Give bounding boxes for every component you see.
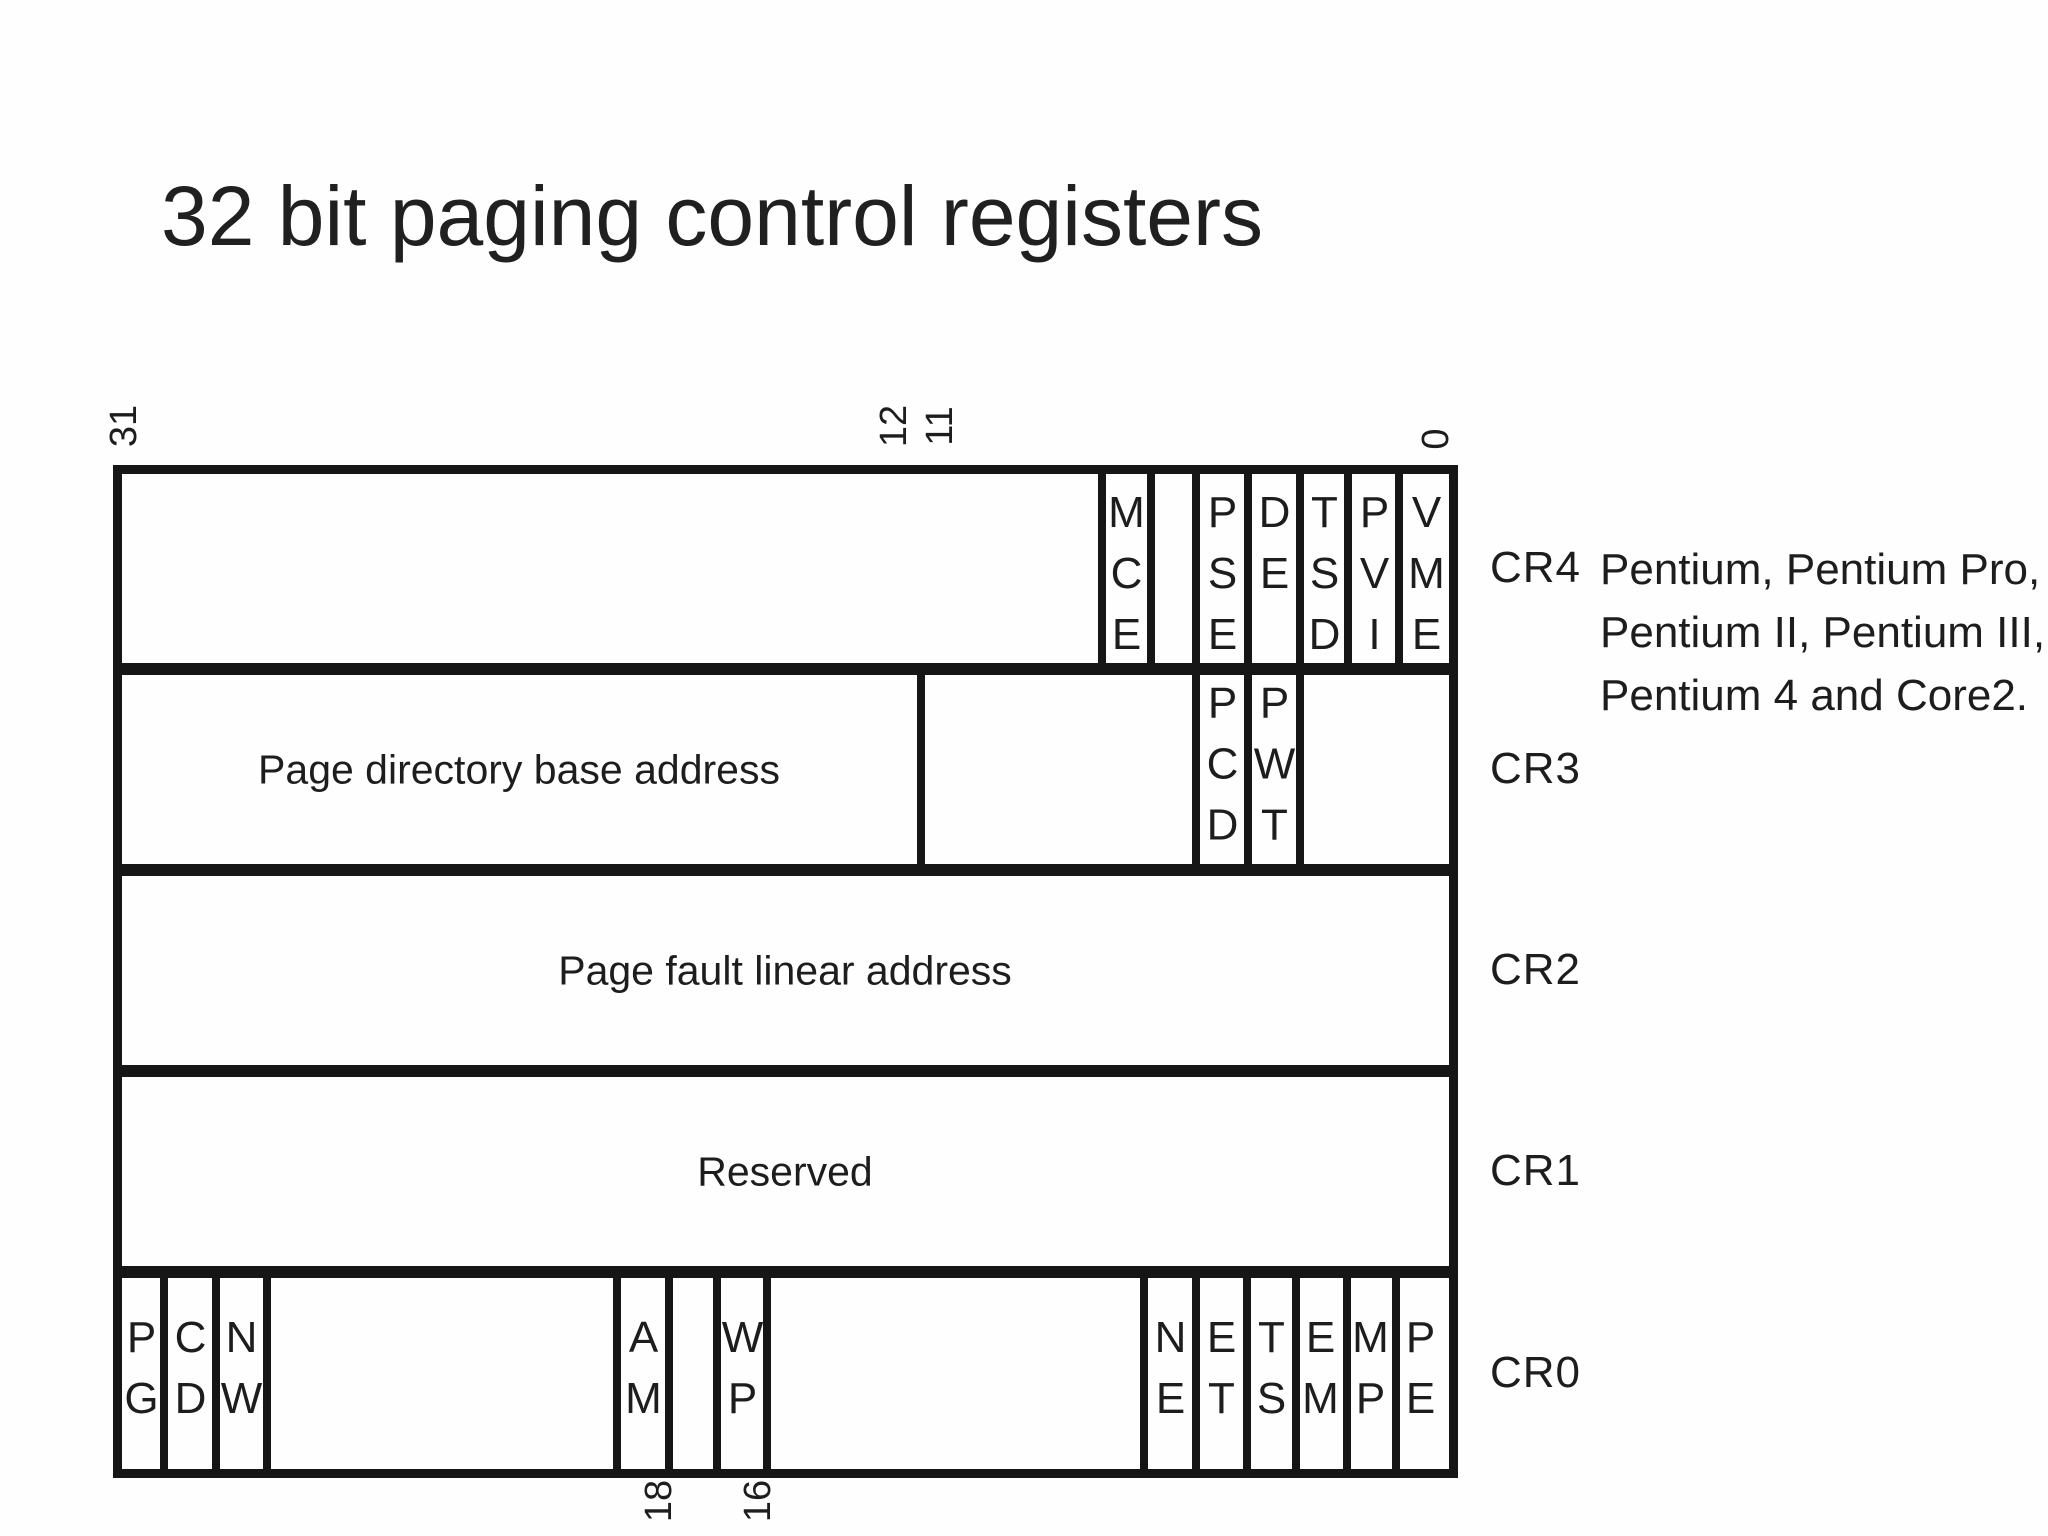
cr2-section-label: Page fault linear address	[558, 947, 1012, 993]
field-divider	[1343, 1278, 1351, 1469]
bit-label-0: 0	[1415, 428, 1457, 450]
register-row-cr1: Reserved	[122, 1077, 1449, 1266]
field-divider	[713, 1278, 721, 1469]
bit-label-16: 16	[737, 1479, 779, 1523]
field-label-pvi: PVI	[1350, 488, 1399, 671]
register-label-cr2: CR2	[1490, 945, 1582, 994]
field-label-pwt: PWT	[1250, 678, 1299, 861]
row-separator	[122, 663, 1449, 675]
field-divider	[665, 1278, 673, 1469]
field-divider	[1140, 1278, 1148, 1469]
field-divider	[1296, 675, 1304, 864]
field-label-ne: NE	[1146, 1312, 1195, 1435]
page-title: 32 bit paging control registers	[161, 169, 1263, 263]
register-label-cr0: CR0	[1490, 1348, 1582, 1397]
field-divider	[263, 1278, 271, 1469]
register-box: MCE PSE DE TSD PVI VME Page directory ba…	[113, 465, 1458, 1478]
row-separator	[122, 1266, 1449, 1278]
cr4-note-line: Pentium, Pentium Pro,	[1600, 545, 2041, 594]
field-label-am: AM	[619, 1312, 668, 1435]
cr3-section-label: Page directory base address	[258, 746, 780, 792]
field-label-pcd: PCD	[1198, 678, 1247, 861]
cr4-note-line: Pentium 4 and Core2.	[1600, 671, 2029, 720]
field-divider	[1296, 474, 1304, 663]
field-label-wp: WP	[718, 1312, 767, 1435]
field-divider	[1192, 1278, 1200, 1469]
bit-label-11: 11	[919, 406, 961, 446]
register-row-cr4: MCE PSE DE TSD PVI VME	[122, 474, 1451, 671]
register-row-cr3: Page directory base address PCD PWT	[122, 675, 1449, 864]
field-divider	[1292, 1278, 1300, 1469]
field-label-de: DE	[1250, 488, 1299, 610]
field-label-mp: MP	[1346, 1312, 1395, 1435]
field-divider	[1392, 1278, 1400, 1469]
register-row-cr0: PG CD NW AM WP NE ET TS EM MP PE	[117, 1278, 1449, 1469]
field-label-pg: PG	[117, 1312, 166, 1435]
field-divider	[1243, 1278, 1251, 1469]
field-label-pse: PSE	[1198, 488, 1247, 671]
bit-label-12: 12	[873, 404, 915, 448]
field-label-cd: CD	[166, 1312, 215, 1435]
field-label-em: EM	[1296, 1312, 1345, 1435]
row-separator	[122, 864, 1449, 876]
field-label-et: ET	[1197, 1312, 1246, 1435]
field-divider	[613, 1278, 621, 1469]
register-label-cr1: CR1	[1490, 1146, 1582, 1195]
field-divider	[212, 1278, 220, 1469]
row-separator	[122, 1065, 1449, 1077]
bit-label-18: 18	[638, 1479, 680, 1523]
field-label-ts: TS	[1247, 1312, 1296, 1435]
field-divider	[1344, 474, 1352, 663]
field-divider	[1244, 675, 1252, 864]
field-divider	[763, 1278, 771, 1469]
bit-label-31: 31	[103, 404, 145, 448]
field-label-nw: NW	[217, 1312, 266, 1435]
field-label-vme: VME	[1402, 488, 1451, 671]
field-divider	[1098, 474, 1106, 663]
field-divider	[1192, 474, 1200, 663]
field-label-tsd: TSD	[1300, 488, 1349, 671]
register-label-cr4: CR4	[1490, 543, 1582, 592]
field-label-mce: MCE	[1102, 488, 1151, 671]
field-label-pe: PE	[1396, 1312, 1445, 1435]
field-divider	[1192, 675, 1200, 864]
cr1-section-label: Reserved	[697, 1148, 873, 1194]
cr4-note-line: Pentium II, Pentium III,	[1600, 608, 2046, 657]
field-divider	[1147, 474, 1155, 663]
field-divider	[160, 1278, 168, 1469]
register-row-cr2: Page fault linear address	[122, 876, 1449, 1065]
field-divider	[1395, 474, 1403, 663]
cr4-cpu-notes: Pentium, Pentium Pro, Pentium II, Pentiu…	[1600, 538, 2045, 727]
field-divider	[1244, 474, 1252, 663]
register-label-cr3: CR3	[1490, 744, 1582, 793]
field-divider	[917, 675, 925, 864]
